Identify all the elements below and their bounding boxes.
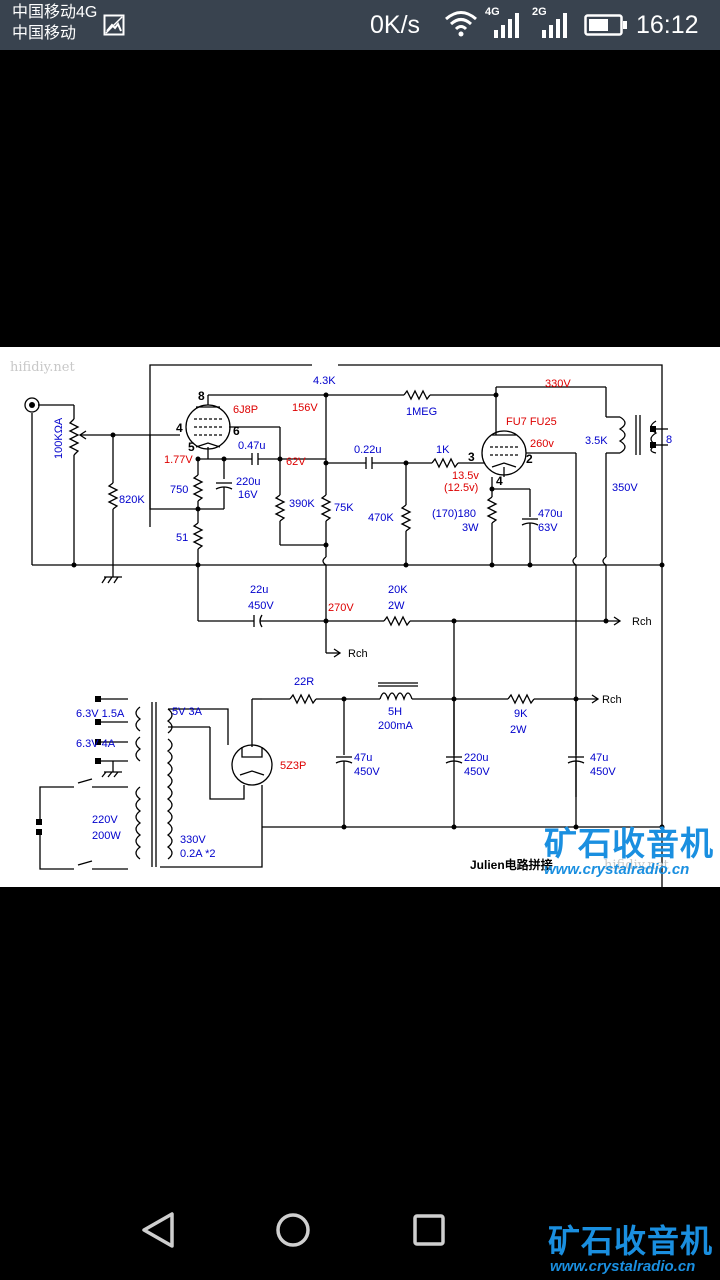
watermark-hifidiy-2: hifidiy.net	[604, 858, 669, 873]
label-330v-sec: 330V	[180, 834, 206, 846]
image-icon	[103, 14, 125, 36]
label-13-5v: 13.5v	[452, 470, 479, 482]
label-fu7-fu25: FU7 FU25	[506, 416, 557, 428]
label-62v: 62V	[286, 456, 306, 468]
label-63v: 63V	[538, 522, 558, 534]
label-390k: 390K	[289, 498, 315, 510]
label-270v: 270V	[328, 602, 354, 614]
label-5z3p: 5Z3P	[280, 760, 306, 772]
label-0-47u: 0.47u	[238, 440, 266, 452]
sim2-type: 2G	[532, 6, 547, 18]
signal-4g-icon	[494, 13, 519, 38]
watermark-brand-name-2: 矿石收音机	[548, 1222, 714, 1260]
label-156v: 156V	[292, 402, 318, 414]
watermark-hifidiy: hifidiy.net	[10, 360, 75, 375]
pin-3: 3	[468, 450, 475, 464]
label-5h: 5H	[388, 706, 402, 718]
label-220u-b-v: 450V	[464, 766, 490, 778]
signal-2g-icon	[542, 13, 567, 38]
label-rch-3: Rch	[602, 694, 622, 706]
label-47u-a-v: 450V	[354, 766, 380, 778]
navigation-bar	[0, 1180, 720, 1280]
label-220v: 220V	[92, 814, 118, 826]
label-0-22u: 0.22u	[354, 444, 382, 456]
pin-5: 5	[188, 440, 195, 454]
label-47u-b-v: 450V	[590, 766, 616, 778]
label-200w: 200W	[92, 830, 121, 842]
clock: 16:12	[636, 11, 699, 39]
label-22u-450v: 450V	[248, 600, 274, 612]
label-4-3k: 4.3K	[313, 375, 336, 387]
schematic-diagram: hifidiy.net hifidiy.net 4.3K 1MEG 100KΩA…	[10, 360, 672, 887]
label-3-5k: 3.5K	[585, 435, 608, 447]
label-750: 750	[170, 484, 188, 496]
label-470u: 470u	[538, 508, 562, 520]
recents-button[interactable]	[409, 1208, 449, 1252]
label-180: (170)180	[432, 508, 476, 520]
label-3w: 3W	[462, 522, 479, 534]
label-1meg: 1MEG	[406, 406, 437, 418]
label-12-5v: (12.5v)	[444, 482, 478, 494]
label-1k: 1K	[436, 444, 450, 456]
label-pot: 100KΩA	[53, 417, 65, 459]
pin-4b: 4	[496, 474, 503, 488]
label-6-3v-4a: 6.3V 4A	[76, 738, 116, 750]
label-1-77v: 1.77V	[164, 454, 193, 466]
carrier-1: 中国移动4G	[12, 4, 98, 21]
label-6j8p: 6J8P	[233, 404, 258, 416]
label-rch-1: Rch	[348, 648, 368, 660]
carrier-2: 中国移动	[12, 25, 77, 42]
label-20k-2w: 2W	[388, 600, 405, 612]
image-viewer[interactable]: hifidiy.net hifidiy.net 4.3K 1MEG 100KΩA…	[0, 347, 720, 887]
label-0-2a: 0.2A *2	[180, 848, 215, 860]
sim1-type: 4G	[485, 6, 500, 18]
status-bar: 中国移动4G 中国移动 0K/s 4G 2G 16:12	[0, 0, 720, 50]
watermark-crystalradio-top: 矿石收音机 www.crystalradio.cn	[544, 817, 720, 889]
label-9k-2w: 2W	[510, 724, 527, 736]
label-51: 51	[176, 532, 188, 544]
pin-8: 8	[198, 389, 205, 403]
watermark-brand-url-2: www.crystalradio.cn	[550, 1258, 696, 1275]
pin-6: 6	[233, 424, 240, 438]
label-47u-b: 47u	[590, 752, 608, 764]
label-47u-a: 47u	[354, 752, 372, 764]
back-button[interactable]	[138, 1208, 178, 1252]
author-label: Julien电路拼接	[470, 857, 553, 872]
watermark-brand-url: www.crystalradio.cn	[544, 861, 690, 878]
label-470k: 470K	[368, 512, 394, 524]
label-6-3v-1-5a: 6.3V 1.5A	[76, 708, 125, 720]
label-820k: 820K	[119, 494, 145, 506]
label-220u: 220u	[236, 476, 260, 488]
input-jack-icon	[24, 397, 40, 413]
label-220u-b: 220u	[464, 752, 488, 764]
home-button[interactable]	[273, 1208, 313, 1252]
watermark-crystalradio-bottom: 矿石收音机 www.crystalradio.cn	[548, 1212, 720, 1280]
label-rch-2: Rch	[632, 616, 652, 628]
label-8-ohm: 8	[666, 434, 672, 446]
net-speed: 0K/s	[370, 11, 421, 39]
label-330v: 330V	[545, 378, 571, 390]
label-20k: 20K	[388, 584, 408, 596]
watermark-brand-name: 矿石收音机	[544, 824, 714, 863]
wifi-icon	[445, 11, 477, 37]
label-9k: 9K	[514, 708, 528, 720]
label-75k: 75K	[334, 502, 354, 514]
label-200ma: 200mA	[378, 720, 414, 732]
label-22r: 22R	[294, 676, 314, 688]
label-22u: 22u	[250, 584, 268, 596]
label-350v: 350V	[612, 482, 638, 494]
label-260v: 260v	[530, 438, 554, 450]
label-5v-3a: 5V 3A	[172, 706, 203, 718]
battery-icon	[584, 14, 627, 36]
label-16v: 16V	[238, 489, 258, 501]
pin-4: 4	[176, 421, 183, 435]
pin-2: 2	[526, 452, 533, 466]
